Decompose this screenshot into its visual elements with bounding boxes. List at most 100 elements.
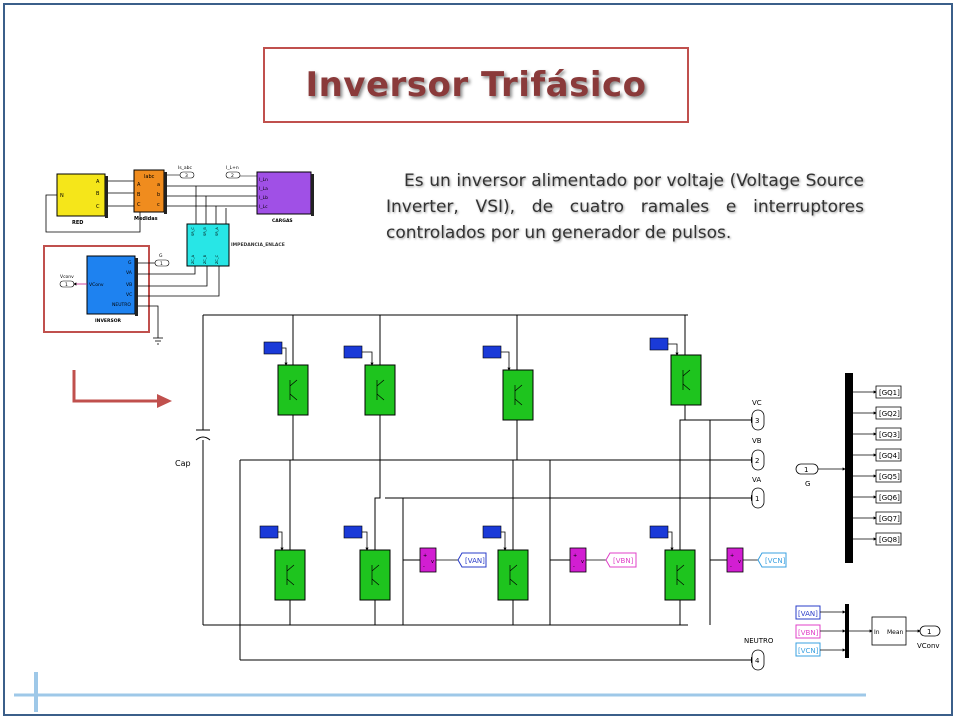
svg-text:v: v <box>431 559 434 565</box>
svg-text:+: + <box>730 553 734 559</box>
medidas-top-label: labc <box>144 174 155 180</box>
goto-van[interactable] <box>457 552 487 568</box>
svg-text:-: - <box>573 564 575 570</box>
switch-q5[interactable] <box>502 369 534 421</box>
switch-q1[interactable] <box>277 364 309 416</box>
from-gq8[interactable] <box>649 525 669 539</box>
output-ports: VC 3 VB 2 VA 1 NEUTRO 4 <box>744 399 774 671</box>
impedancia-block-name: IMPEDANCIA_ENLACE <box>231 242 285 248</box>
switch-q4[interactable] <box>359 549 391 601</box>
out-va[interactable] <box>751 487 765 509</box>
goto-il-label: I_L+n <box>226 165 239 171</box>
cap-label: Cap <box>175 459 191 468</box>
demux-bar[interactable] <box>845 373 853 563</box>
from-gq6[interactable] <box>482 525 502 539</box>
red-block[interactable] <box>56 173 106 217</box>
inv-port-3: VC <box>126 292 132 298</box>
goto-is-num: 3 <box>185 173 188 179</box>
gq8-label: [GQ8] <box>879 536 900 544</box>
svg-text:v: v <box>581 559 584 565</box>
gate-demux: 1 G [GQ1] [GQ2] [GQ3] [GQ4] [GQ5] <box>795 373 902 563</box>
mux-bar[interactable] <box>845 604 849 658</box>
switch-q8[interactable] <box>664 549 696 601</box>
cargas-block-name: CARGAS <box>272 218 293 224</box>
gq2-label: [GQ2] <box>879 410 900 418</box>
switch-q2[interactable] <box>274 549 306 601</box>
imp-bot-2: ZC_C <box>215 254 219 264</box>
goto-gq4[interactable] <box>875 448 902 462</box>
inversor-block-name: INVERSOR <box>95 318 122 324</box>
out-vb[interactable] <box>751 449 765 471</box>
from-gq7[interactable] <box>649 337 669 351</box>
from-vbn-label: [VBN] <box>798 629 819 637</box>
goto-vbn[interactable] <box>605 552 637 568</box>
out-vb-num: 2 <box>755 457 759 465</box>
switch-q7[interactable] <box>670 354 702 406</box>
mean-section: [VAN] [VBN] [VCN] In Mean 1 VConv <box>795 604 941 658</box>
out-neutro[interactable] <box>751 649 765 671</box>
goto-vcn-label: [VCN] <box>765 557 786 565</box>
vconv-output-port[interactable] <box>919 625 941 637</box>
switch-q6[interactable] <box>497 549 529 601</box>
goto-gq6[interactable] <box>875 490 902 504</box>
gate-input-num: 1 <box>804 466 808 474</box>
out-vc[interactable] <box>751 409 765 431</box>
goto-gq1[interactable] <box>875 385 902 399</box>
goto-gq2[interactable] <box>875 406 902 420</box>
red-port-a: A <box>96 179 100 185</box>
cargas-block[interactable] <box>256 171 312 215</box>
inv-port-1: VA <box>126 270 133 276</box>
inverter-schematic <box>195 314 757 663</box>
slide-decoration <box>14 672 866 712</box>
mean-in-label: In <box>874 629 880 636</box>
inversor-block[interactable] <box>86 255 136 315</box>
goto-gq7[interactable] <box>875 511 902 525</box>
top-model: N A B C RED labc A B C a b c Medidas Is_… <box>43 165 314 345</box>
goto-gq5[interactable] <box>875 469 902 483</box>
imp-bot-1: ZC_B <box>203 254 207 264</box>
medidas-port-a: A <box>137 182 141 188</box>
medidas-block-name: Medidas <box>134 216 158 222</box>
goto-gq3[interactable] <box>875 427 902 441</box>
impedancia-block[interactable] <box>186 223 230 267</box>
out-va-num: 1 <box>755 495 759 503</box>
svg-text:+: + <box>423 553 427 559</box>
medidas-out-c: c <box>157 202 160 208</box>
inv-port-2: VB <box>126 282 132 288</box>
goto-il-port[interactable] <box>225 171 241 179</box>
gq1-label: [GQ1] <box>879 389 900 397</box>
imp-bot-0: ZC_A <box>191 254 195 264</box>
from-gq4[interactable] <box>343 525 363 539</box>
mean-out-label: Mean <box>887 629 904 636</box>
goto-van-label: [VAN] <box>465 557 485 565</box>
from-vbn[interactable] <box>795 624 821 639</box>
gq4-label: [GQ4] <box>879 452 900 460</box>
out-vc-label: VC <box>752 399 762 407</box>
goto-vcn[interactable] <box>757 552 787 568</box>
from-van[interactable] <box>795 605 821 620</box>
goto-is-label: Is_abc <box>178 165 193 171</box>
vconv-out-num: 1 <box>65 282 68 288</box>
gq7-label: [GQ7] <box>879 515 900 523</box>
out-neutro-num: 4 <box>755 657 760 665</box>
red-port-c: C <box>96 204 100 210</box>
goto-vbn-label: [VBN] <box>613 557 634 565</box>
red-port-b: B <box>96 191 100 197</box>
cargas-port-0: I_Ln <box>259 177 268 183</box>
cargas-port-3: I_Lc <box>259 204 268 210</box>
inv-in-label: VConv <box>89 282 104 288</box>
from-gq5[interactable] <box>482 345 502 359</box>
from-gq1[interactable] <box>263 341 283 355</box>
red-block-name: RED <box>72 220 83 226</box>
from-gq2[interactable] <box>259 525 279 539</box>
goto-gq8[interactable] <box>875 532 902 546</box>
from-gq3[interactable] <box>343 345 363 359</box>
switch-q3[interactable] <box>364 364 396 416</box>
inv-port-0: G <box>128 260 132 266</box>
out-neutro-label: NEUTRO <box>744 637 774 645</box>
imp-top-0: SR_C <box>191 227 195 236</box>
out-vb-label: VB <box>752 437 762 445</box>
from-vcn[interactable] <box>795 642 821 657</box>
mean-block[interactable] <box>871 616 907 646</box>
